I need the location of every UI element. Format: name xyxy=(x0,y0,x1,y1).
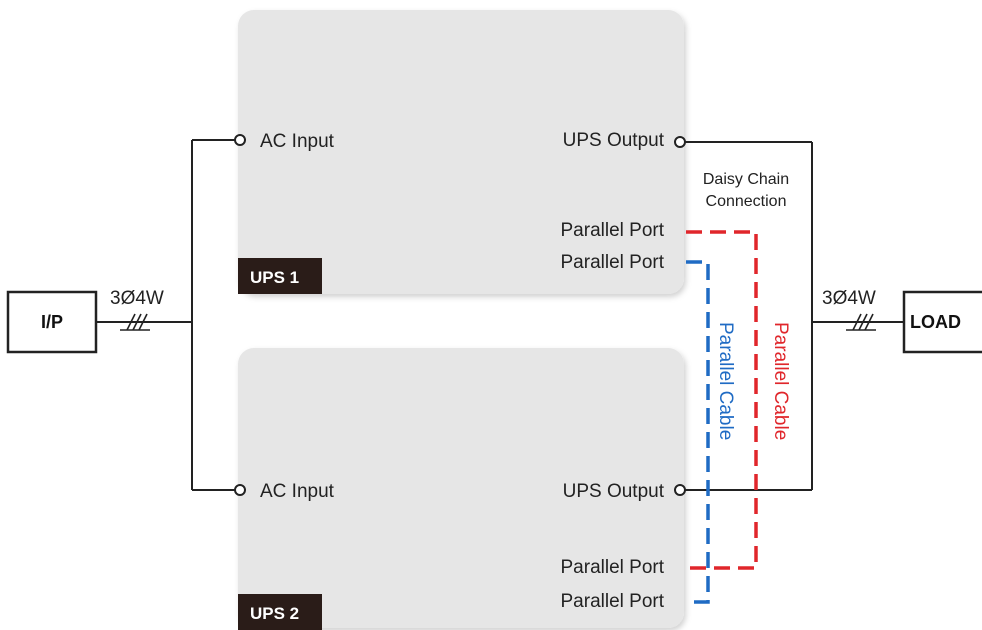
ups2-ac-input-label: AC Input xyxy=(260,481,335,502)
ups2-output-terminal xyxy=(674,484,686,496)
output-wiring: 3Ø4W xyxy=(674,136,904,496)
ups1-unit: UPS 1 xyxy=(238,10,684,294)
ups2-parallel-port-2-label: Parallel Port xyxy=(561,591,665,612)
ups2-output-label: UPS Output xyxy=(563,481,665,502)
ups1-output-label: UPS Output xyxy=(563,130,665,151)
ups1-parallel-port-1-label: Parallel Port xyxy=(561,220,665,241)
output-wiring-label: 3Ø4W xyxy=(822,288,876,309)
parallel-cable-red xyxy=(686,230,758,570)
daisy-chain-line1: Daisy Chain xyxy=(703,171,789,188)
ups2-body xyxy=(238,348,684,628)
ups1-ac-input-label: AC Input xyxy=(260,131,335,152)
parallel-cable-red-label: Parallel Cable xyxy=(770,322,791,440)
load-box: LOAD xyxy=(902,290,982,354)
parallel-cable-blue xyxy=(686,260,710,604)
load-box-label: LOAD xyxy=(910,312,961,332)
output-hash-marks xyxy=(846,313,876,331)
input-box-label: I/P xyxy=(41,312,63,332)
ups1-ac-input-terminal xyxy=(234,134,246,146)
input-hash-marks xyxy=(120,313,150,331)
ups2-parallel-port-1-label: Parallel Port xyxy=(561,557,665,578)
ups1-name: UPS 1 xyxy=(250,268,299,287)
parallel-cable-blue-label: Parallel Cable xyxy=(715,322,736,440)
ups2-badge xyxy=(238,594,322,630)
ups2-name: UPS 2 xyxy=(250,604,299,623)
ups1-badge xyxy=(238,258,322,294)
input-wiring: 3Ø4W xyxy=(96,134,246,496)
ups1-output-terminal xyxy=(674,136,686,148)
ups2-ac-input-terminal xyxy=(234,484,246,496)
daisy-chain-line2: Connection xyxy=(706,193,787,210)
ups2-unit: UPS 2 xyxy=(238,348,684,630)
ups1-body xyxy=(238,10,684,294)
ups1-parallel-port-2-label: Parallel Port xyxy=(561,252,665,273)
input-box: I/P xyxy=(6,290,98,354)
input-wiring-label: 3Ø4W xyxy=(110,288,164,309)
